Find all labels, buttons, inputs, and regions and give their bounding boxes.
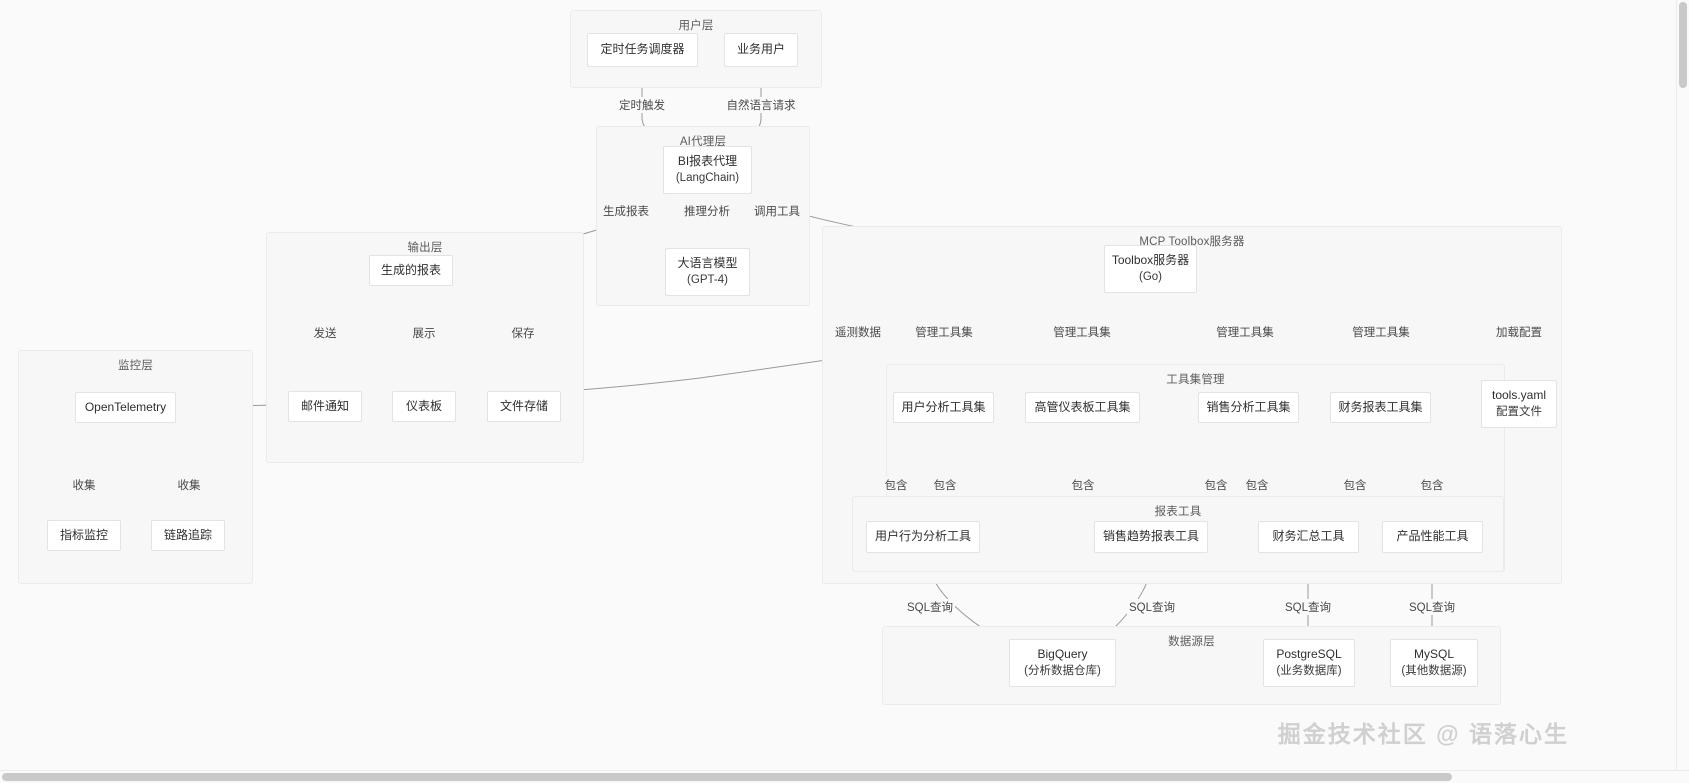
horizontal-scrollbar-thumb[interactable] (2, 773, 1452, 781)
node-bigquery[interactable]: BigQuery (分析数据仓库) (1009, 639, 1116, 687)
node-tool-product-label: 产品性能工具 (1396, 529, 1469, 544)
node-toolbox-label: Toolbox服务器 (1111, 252, 1190, 267)
node-report[interactable]: 生成的报表 (369, 255, 453, 286)
edge-label-sql-query-4: SQL查询 (1406, 599, 1458, 615)
node-toolset-sales-label: 销售分析工具集 (1206, 399, 1291, 414)
edge-label-contains-3: 包含 (1069, 477, 1097, 493)
horizontal-scrollbar[interactable] (0, 770, 1689, 783)
node-bi-agent-label: BI报表代理 (677, 153, 738, 168)
node-tools-yaml-label: tools.yaml (1491, 387, 1547, 402)
edge-label-nl-request: 自然语言请求 (724, 97, 798, 113)
cluster-title-toolset-mgmt: 工具集管理 (1166, 374, 1225, 386)
edge-label-manage-toolset-4: 管理工具集 (1350, 324, 1412, 340)
node-tool-product[interactable]: 产品性能工具 (1382, 521, 1483, 553)
vertical-scrollbar[interactable] (1676, 0, 1689, 783)
node-tool-behavior-label: 用户行为分析工具 (874, 529, 971, 544)
node-scheduler[interactable]: 定时任务调度器 (587, 33, 698, 67)
node-report-label: 生成的报表 (380, 262, 441, 277)
cluster-title-agent-layer: AI代理层 (679, 136, 727, 148)
node-tool-finance[interactable]: 财务汇总工具 (1258, 521, 1359, 553)
cluster-title-output-layer: 输出层 (407, 242, 443, 254)
node-toolset-user[interactable]: 用户分析工具集 (893, 392, 994, 423)
node-email[interactable]: 邮件通知 (288, 391, 362, 422)
cluster-title-monitor-layer: 监控层 (117, 360, 154, 372)
edge-label-send: 发送 (311, 325, 339, 341)
node-dashboard-label: 仪表板 (405, 398, 442, 413)
node-postgres[interactable]: PostgreSQL (业务数据库) (1263, 639, 1355, 687)
node-tools-yaml-sub: 配置文件 (1496, 406, 1542, 419)
node-bigquery-sub: (分析数据仓库) (1024, 665, 1101, 678)
edge-label-reasoning: 推理分析 (682, 203, 732, 219)
edge-label-sql-query-3: SQL查询 (1282, 599, 1334, 615)
node-bi-agent-sub: (LangChain) (675, 172, 740, 185)
edge-label-contains-6: 包含 (1341, 477, 1369, 493)
cluster-title-report-tools: 报表工具 (1154, 506, 1202, 518)
node-toolbox-sub: (Go) (1139, 271, 1162, 284)
node-tool-behavior[interactable]: 用户行为分析工具 (866, 521, 980, 553)
node-metrics-label: 指标监控 (59, 527, 108, 542)
node-filestore[interactable]: 文件存储 (487, 391, 561, 422)
node-mysql-label: MySQL (1413, 646, 1454, 661)
edge-label-timer-trigger: 定时触发 (617, 97, 667, 113)
node-toolbox[interactable]: Toolbox服务器 (Go) (1104, 245, 1197, 293)
node-biz-user-label: 业务用户 (736, 42, 785, 57)
node-scheduler-label: 定时任务调度器 (600, 42, 685, 57)
edge-label-contains-5: 包含 (1243, 477, 1271, 493)
node-mysql[interactable]: MySQL (其他数据源) (1390, 639, 1478, 687)
node-tracing-label: 链路追踪 (163, 527, 212, 542)
cluster-title-user-layer: 用户层 (678, 20, 714, 32)
node-bigquery-label: BigQuery (1037, 646, 1088, 661)
node-toolset-finance[interactable]: 财务报表工具集 (1330, 392, 1431, 423)
node-tool-trend[interactable]: 销售趋势报表工具 (1094, 521, 1208, 553)
node-biz-user[interactable]: 业务用户 (724, 33, 798, 67)
cluster-title-datasource: 数据源层 (1168, 636, 1215, 648)
node-toolset-sales[interactable]: 销售分析工具集 (1198, 392, 1299, 423)
node-email-label: 邮件通知 (300, 398, 349, 413)
node-metrics[interactable]: 指标监控 (47, 520, 121, 551)
node-tool-finance-label: 财务汇总工具 (1272, 529, 1345, 544)
edge-label-telemetry-data: 遥测数据 (833, 324, 883, 340)
node-filestore-label: 文件存储 (499, 398, 548, 413)
edge-label-manage-toolset-2: 管理工具集 (1051, 324, 1113, 340)
node-otel[interactable]: OpenTelemetry (75, 392, 176, 423)
edge-label-load-config: 加载配置 (1494, 324, 1544, 340)
node-postgres-sub: (业务数据库) (1276, 665, 1342, 678)
edge-label-contains-7: 包含 (1418, 477, 1446, 493)
node-dashboard[interactable]: 仪表板 (392, 391, 456, 422)
edge-label-contains-1: 包含 (882, 477, 910, 493)
node-toolset-exec[interactable]: 高管仪表板工具集 (1025, 392, 1140, 423)
edge-label-manage-toolset-1: 管理工具集 (913, 324, 975, 340)
node-toolset-finance-label: 财务报表工具集 (1338, 399, 1423, 414)
edge-label-call-tool: 调用工具 (752, 203, 802, 219)
node-toolset-user-label: 用户分析工具集 (901, 399, 986, 414)
node-llm[interactable]: 大语言模型 (GPT-4) (665, 248, 750, 296)
vertical-scrollbar-thumb[interactable] (1679, 2, 1687, 88)
node-llm-sub: (GPT-4) (687, 274, 728, 287)
edge-label-contains-4: 包含 (1202, 477, 1230, 493)
node-postgres-label: PostgreSQL (1276, 646, 1342, 661)
node-mysql-sub: (其他数据源) (1401, 665, 1467, 678)
edge-label-show: 展示 (410, 325, 438, 341)
node-tracing[interactable]: 链路追踪 (151, 520, 225, 551)
node-toolset-exec-label: 高管仪表板工具集 (1034, 399, 1131, 414)
watermark: 掘金技术社区 @ 语落心生 (1277, 721, 1569, 747)
node-otel-label: OpenTelemetry (84, 399, 167, 414)
edge-label-collect-traces: 收集 (175, 477, 203, 493)
node-tools-yaml[interactable]: tools.yaml 配置文件 (1481, 380, 1557, 428)
edge-label-collect-metrics: 收集 (70, 477, 98, 493)
edge-label-sql-query-1: SQL查询 (904, 599, 956, 615)
edge-label-generate-report: 生成报表 (601, 203, 651, 219)
edge-label-manage-toolset-3: 管理工具集 (1214, 324, 1276, 340)
node-tool-trend-label: 销售趋势报表工具 (1102, 529, 1199, 544)
node-bi-agent[interactable]: BI报表代理 (LangChain) (663, 146, 752, 194)
edge-label-sql-query-2: SQL查询 (1126, 599, 1178, 615)
node-llm-label: 大语言模型 (677, 255, 738, 270)
edge-label-contains-2: 包含 (931, 477, 959, 493)
edge-label-save: 保存 (509, 325, 537, 341)
